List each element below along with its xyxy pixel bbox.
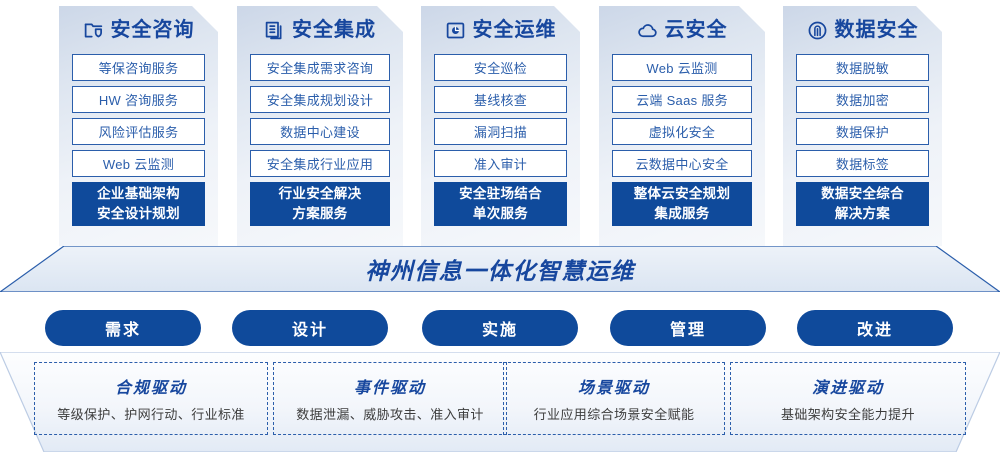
highlight-line: 行业安全解决 [278, 186, 362, 202]
driver-card-incident[interactable]: 事件驱动 数据泄漏、威胁攻击、准入审计 [273, 362, 507, 435]
highlight-line: 安全设计规划 [97, 206, 180, 221]
pillar-title: 安全运维 [472, 19, 557, 41]
pillar-card-security-integration[interactable]: 安全集成 安全集成需求咨询 安全集成规划设计 数据中心建设 安全集成行业应用 行… [237, 6, 403, 246]
list-item[interactable]: 安全集成行业应用 [250, 150, 390, 177]
list-item[interactable]: 准入审计 [434, 150, 567, 177]
list-item[interactable]: 安全巡检 [434, 54, 567, 81]
pillar-title: 安全咨询 [110, 19, 195, 41]
pillar-card-security-consulting[interactable]: 安全咨询 等保咨询服务 HW 咨询服务 风险评估服务 Web 云监测 企业基础架… [59, 6, 218, 246]
pillar-item-list: 安全集成需求咨询 安全集成规划设计 数据中心建设 安全集成行业应用 行业安全解决… [237, 54, 403, 226]
phase-pill-requirement[interactable]: 需求 [45, 310, 201, 346]
list-item[interactable]: 虚拟化安全 [612, 118, 752, 145]
highlight-line: 单次服务 [472, 206, 529, 221]
driver-title: 场景驱动 [577, 380, 650, 397]
driver-description: 数据泄漏、威胁攻击、准入审计 [296, 407, 484, 422]
driver-card-compliance[interactable]: 合规驱动 等级保护、护网行动、行业标准 [34, 362, 268, 435]
pillar-item-list: 安全巡检 基线核查 漏洞扫描 准入审计 安全驻场结合 单次服务 [421, 54, 580, 226]
list-item[interactable]: 基线核查 [434, 86, 567, 113]
pillar-highlight-item[interactable]: 数据安全综合 解决方案 [796, 182, 929, 226]
phase-pill-improve[interactable]: 改进 [797, 310, 953, 346]
driver-card-scenario[interactable]: 场景驱动 行业应用综合场景安全赋能 [503, 362, 725, 435]
driver-description: 行业应用综合场景安全赋能 [533, 407, 695, 422]
fingerprint-icon [807, 20, 828, 41]
list-item[interactable]: 等保咨询服务 [72, 54, 205, 81]
list-item[interactable]: 数据中心建设 [250, 118, 390, 145]
pillar-title: 数据安全 [834, 19, 919, 41]
pillar-highlight-item[interactable]: 企业基础架构 安全设计规划 [72, 182, 205, 226]
list-item[interactable]: 云端 Saas 服务 [612, 86, 752, 113]
list-item[interactable]: 数据加密 [796, 86, 929, 113]
driver-description: 基础架构安全能力提升 [780, 407, 915, 422]
list-item[interactable]: Web 云监测 [612, 54, 752, 81]
phase-pill-manage[interactable]: 管理 [610, 310, 766, 346]
platform-banner-title: 神州信息一体化智慧运维 [365, 258, 635, 284]
pillar-columns: 安全咨询 等保咨询服务 HW 咨询服务 风险评估服务 Web 云监测 企业基础架… [0, 0, 1000, 252]
pillar-title: 安全集成 [292, 19, 376, 41]
driver-title: 事件驱动 [353, 380, 426, 397]
list-item[interactable]: 漏洞扫描 [434, 118, 567, 145]
list-item[interactable]: 云数据中心安全 [612, 150, 752, 177]
pillar-card-data-security[interactable]: 数据安全 数据脱敏 数据加密 数据保护 数据标签 数据安全综合 解决方案 [783, 6, 942, 246]
pillar-item-list: 等保咨询服务 HW 咨询服务 风险评估服务 Web 云监测 企业基础架构 安全设… [59, 54, 218, 226]
highlight-line: 解决方案 [834, 206, 891, 221]
monitor-chart-icon [445, 20, 466, 41]
folder-shield-icon [83, 20, 104, 41]
pillar-item-list: 数据脱敏 数据加密 数据保护 数据标签 数据安全综合 解决方案 [783, 54, 942, 226]
pillar-item-list: Web 云监测 云端 Saas 服务 虚拟化安全 云数据中心安全 整体云安全规划… [599, 54, 765, 226]
phase-pill-row: 需求 设计 实施 管理 改进 [0, 310, 1000, 346]
pillar-card-cloud-security[interactable]: 云安全 Web 云监测 云端 Saas 服务 虚拟化安全 云数据中心安全 整体云… [599, 6, 765, 246]
list-item[interactable]: HW 咨询服务 [72, 86, 205, 113]
phase-pill-implement[interactable]: 实施 [422, 310, 578, 346]
phase-pill-design[interactable]: 设计 [232, 310, 388, 346]
list-item[interactable]: 风险评估服务 [72, 118, 205, 145]
driver-card-evolution[interactable]: 演进驱动 基础架构安全能力提升 [730, 362, 966, 435]
highlight-line: 整体云安全规划 [633, 186, 731, 202]
list-item[interactable]: 安全集成需求咨询 [250, 54, 390, 81]
driver-title: 合规驱动 [114, 380, 187, 397]
highlight-line: 安全驻场结合 [459, 186, 542, 202]
pillar-highlight-item[interactable]: 整体云安全规划 集成服务 [612, 182, 752, 226]
pillar-highlight-item[interactable]: 行业安全解决 方案服务 [250, 182, 390, 226]
driver-description: 等级保护、护网行动、行业标准 [57, 407, 245, 422]
list-item[interactable]: 安全集成规划设计 [250, 86, 390, 113]
list-item[interactable]: 数据脱敏 [796, 54, 929, 81]
highlight-line: 企业基础架构 [97, 186, 180, 202]
list-item[interactable]: Web 云监测 [72, 150, 205, 177]
pillar-header: 安全运维 [421, 6, 580, 54]
driver-title: 演进驱动 [811, 380, 884, 397]
pillar-highlight-item[interactable]: 安全驻场结合 单次服务 [434, 182, 567, 226]
documents-copy-icon [264, 20, 285, 41]
pillar-header: 安全集成 [237, 6, 403, 54]
list-item[interactable]: 数据标签 [796, 150, 929, 177]
pillar-title: 云安全 [664, 19, 728, 41]
pillar-card-security-operations[interactable]: 安全运维 安全巡检 基线核查 漏洞扫描 准入审计 安全驻场结合 单次服务 [421, 6, 580, 246]
highlight-line: 数据安全综合 [821, 186, 904, 202]
highlight-line: 集成服务 [654, 206, 710, 221]
pillar-header: 数据安全 [783, 6, 942, 54]
pillar-header: 安全咨询 [59, 6, 218, 54]
list-item[interactable]: 数据保护 [796, 118, 929, 145]
pillar-header: 云安全 [599, 6, 765, 54]
highlight-line: 方案服务 [292, 206, 348, 221]
cloud-icon [637, 20, 658, 41]
